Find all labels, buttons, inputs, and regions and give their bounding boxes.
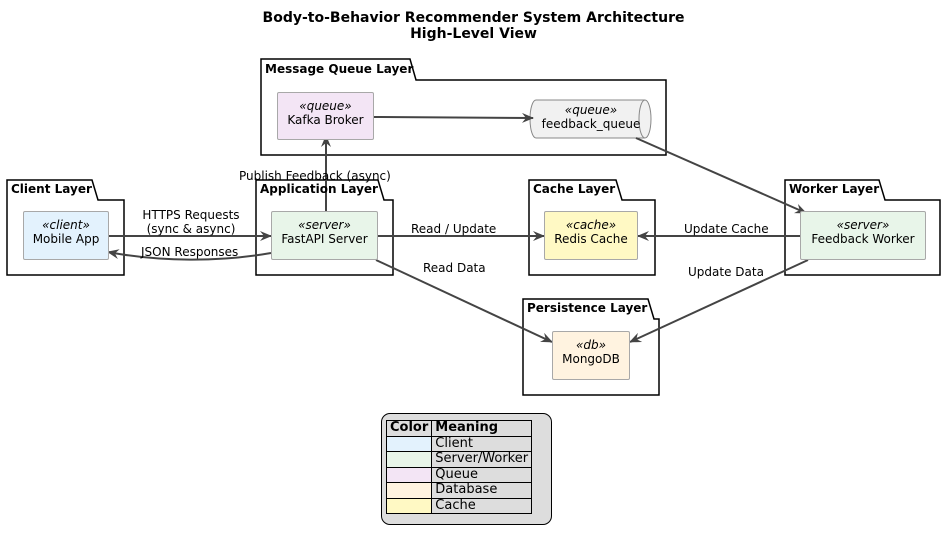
feedback-worker-node: «server» Feedback Worker — [800, 211, 926, 260]
edge-label-json: JSON Responses — [141, 245, 239, 259]
legend-swatch — [385, 497, 433, 514]
edge-label-https-1: HTTPS Requests — [142, 208, 240, 222]
redis-cache-node: «cache» Redis Cache — [544, 211, 638, 260]
legend-meaning: Queue — [431, 466, 533, 483]
fastapi-name: FastAPI Server — [281, 232, 368, 246]
legend-row: Server/Worker — [385, 451, 533, 468]
diagram-title: Body-to-Behavior Recommender System Arch… — [262, 10, 685, 26]
legend-header-meaning: Meaning — [431, 420, 533, 437]
edge-label-read-data: Read Data — [423, 261, 486, 275]
legend-meaning: Server/Worker — [431, 451, 533, 468]
feedback-queue-name: feedback_queue — [541, 117, 641, 131]
package-label-app: Application Layer — [260, 182, 378, 196]
package-frame-mq — [260, 58, 667, 156]
legend-row: Database — [385, 482, 533, 499]
package-label-cache: Cache Layer — [533, 182, 616, 196]
package-frame-persistence — [522, 298, 660, 396]
edge-label-publish: Publish Feedback (async) — [239, 169, 391, 183]
legend-meaning: Cache — [431, 497, 533, 514]
package-label-worker: Worker Layer — [789, 182, 880, 196]
mobile-stereotype: «client» — [42, 218, 90, 232]
worker-stereotype: «server» — [836, 218, 890, 232]
package-frame-client — [6, 179, 125, 276]
fastapi-stereotype: «server» — [298, 218, 351, 232]
legend-row: Queue — [385, 466, 533, 483]
edge-update-data — [629, 259, 809, 343]
redis-stereotype: «cache» — [565, 218, 617, 232]
package-frame-cache — [528, 179, 656, 276]
package-label-persistence: Persistence Layer — [527, 301, 648, 315]
edge-label-update-data: Update Data — [688, 265, 764, 279]
edge-kafka-queue — [372, 112, 534, 123]
kafka-stereotype: «queue» — [299, 99, 352, 113]
legend-swatch — [385, 482, 433, 499]
worker-name: Feedback Worker — [811, 232, 915, 246]
legend-row: Cache — [385, 497, 533, 514]
feedback-queue-node: «queue» feedback_queue — [532, 100, 650, 138]
mobile-name: Mobile App — [32, 232, 100, 246]
legend-row: Client — [385, 435, 533, 452]
kafka-name: Kafka Broker — [287, 113, 364, 127]
mongo-stereotype: «db» — [575, 338, 607, 352]
kafka-broker-node: «queue» Kafka Broker — [277, 92, 374, 140]
edge-json — [107, 249, 272, 261]
legend-swatch — [385, 466, 433, 483]
edge-label-read-update: Read / Update — [411, 222, 497, 236]
mongo-name: MongoDB — [562, 352, 620, 366]
mongodb-node: «db» MongoDB — [552, 331, 630, 380]
edge-label-update-cache: Update Cache — [684, 222, 769, 236]
edge-label-https-2: (sync & async) — [146, 222, 236, 236]
package-label-mq: Message Queue Layer — [265, 62, 414, 76]
legend-header-color: Color — [385, 420, 433, 437]
diagram-subtitle: High-Level View — [410, 26, 537, 42]
feedback-queue-stereotype: «queue» — [564, 103, 618, 117]
legend-table: Color Meaning Client Server/Worker Queue… — [385, 420, 533, 514]
legend-meaning: Database — [431, 482, 533, 499]
mobile-app-node: «client» Mobile App — [23, 211, 109, 260]
package-frame-app — [255, 179, 394, 276]
fastapi-server-node: «server» FastAPI Server — [271, 211, 378, 260]
package-label-client: Client Layer — [11, 182, 92, 196]
legend-meaning: Client — [431, 435, 533, 452]
package-frame-worker — [784, 179, 941, 276]
legend-swatch — [385, 435, 433, 452]
legend-swatch — [385, 451, 433, 468]
redis-name: Redis Cache — [554, 232, 628, 246]
edge-queue-worker — [635, 137, 807, 214]
edge-read-data — [375, 259, 553, 343]
color-legend: Color Meaning Client Server/Worker Queue… — [381, 413, 552, 525]
